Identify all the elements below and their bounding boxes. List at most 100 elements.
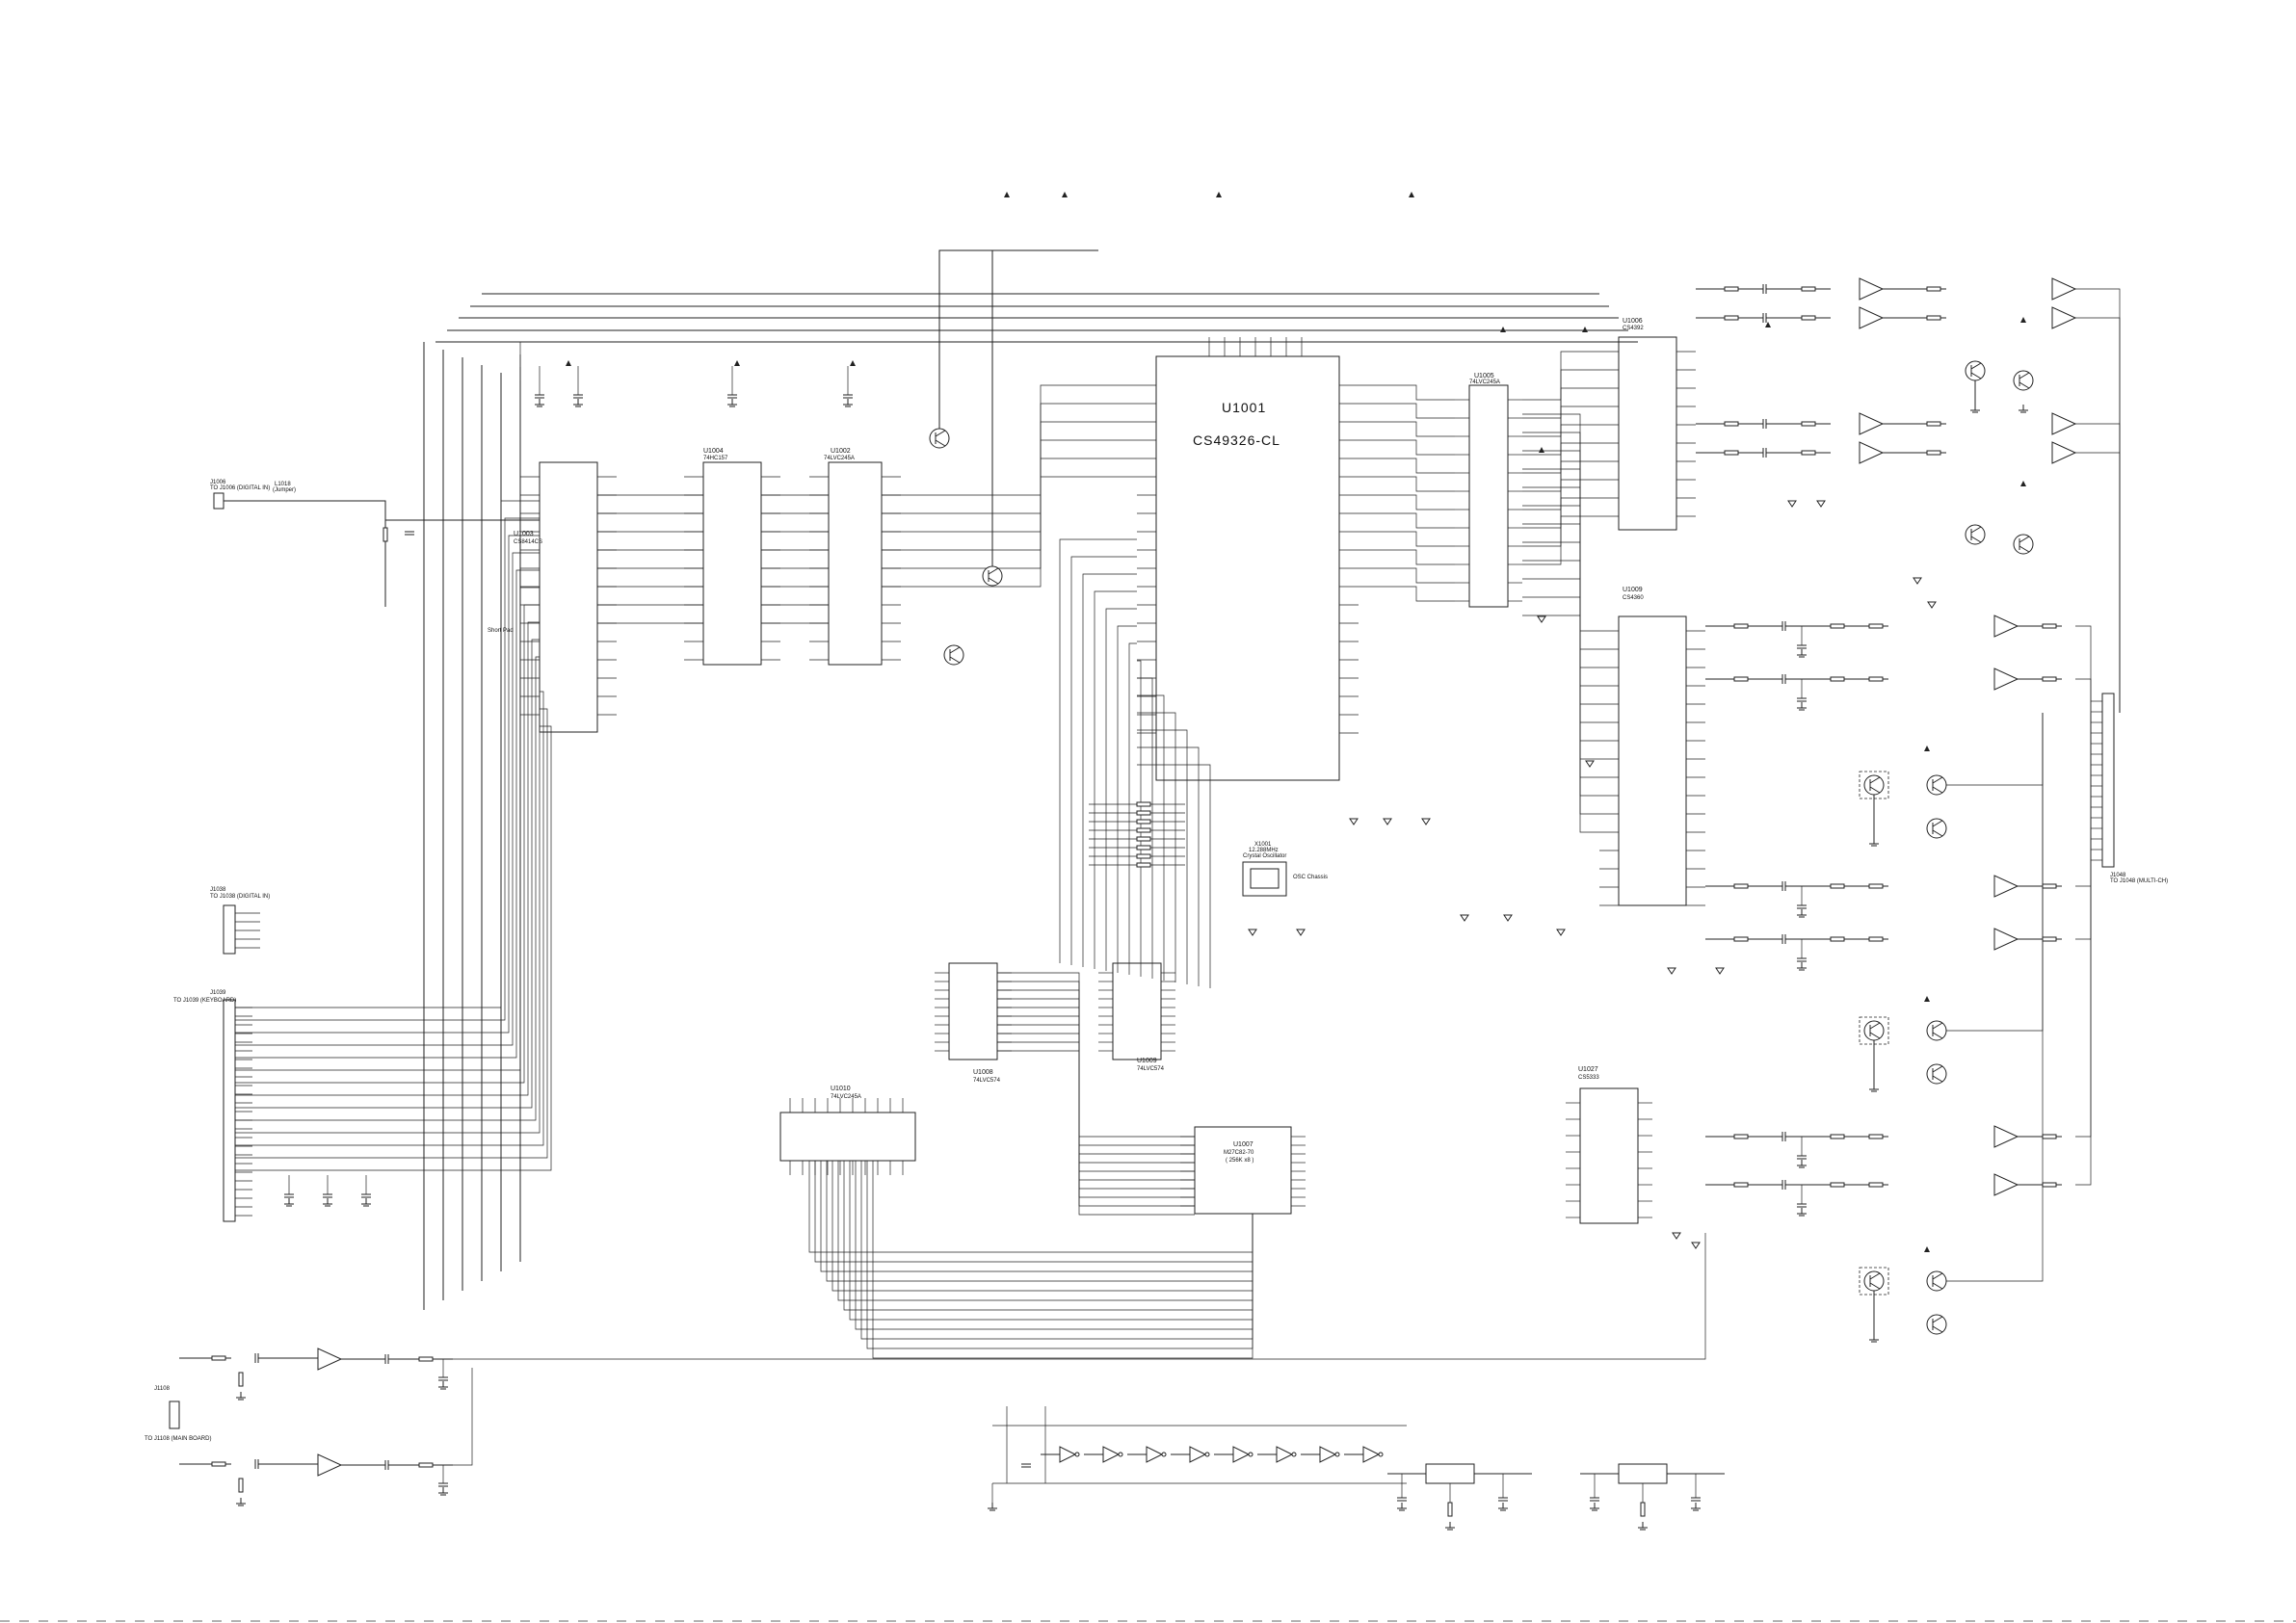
resistor bbox=[1830, 1182, 1845, 1188]
u1010-ref: U1010 bbox=[831, 1086, 851, 1092]
wire bbox=[1137, 764, 1211, 988]
power-arrow bbox=[1924, 1246, 1930, 1252]
ground-symbol bbox=[438, 1381, 448, 1390]
opamp bbox=[1993, 1125, 2019, 1148]
regulator bbox=[1425, 1463, 1475, 1484]
passive-components bbox=[211, 284, 2057, 1517]
power-arrow bbox=[1062, 192, 1068, 197]
capacitor bbox=[361, 1193, 371, 1198]
ground-symbol bbox=[1590, 1503, 1599, 1511]
j1039-ref: J1039 bbox=[210, 990, 226, 996]
capacitor bbox=[1781, 1180, 1786, 1190]
capacitor bbox=[1762, 313, 1767, 323]
wire bbox=[882, 476, 1137, 588]
resistor bbox=[2042, 1134, 2057, 1139]
connector-j1108: J1108 TO J1108 (MAIN BOARD) bbox=[145, 1386, 211, 1442]
u1004-ref: U1004 bbox=[703, 448, 724, 455]
resistor bbox=[2042, 936, 2057, 942]
capacitor bbox=[323, 1193, 332, 1198]
wire bbox=[1522, 515, 1599, 565]
ground-symbol bbox=[1498, 1503, 1508, 1511]
opamp bbox=[1859, 306, 1885, 329]
inverter-bubble bbox=[1118, 1452, 1123, 1457]
u1002-part: 74LVC245A bbox=[824, 456, 855, 461]
wire bbox=[1094, 590, 1137, 969]
ground-symbol bbox=[988, 1503, 997, 1511]
u1006-ref: U1006 bbox=[1623, 318, 1643, 325]
x1001-freq: 12.288MHz bbox=[1249, 848, 1279, 853]
ground-symbol bbox=[1869, 838, 1879, 847]
capacitor bbox=[1781, 674, 1786, 684]
wire bbox=[997, 972, 1195, 1138]
x1001-type: Crystal Oscillator bbox=[1243, 853, 1286, 859]
ground-symbol bbox=[1970, 405, 1980, 413]
wire bbox=[849, 1161, 1254, 1321]
wire bbox=[2075, 678, 2092, 713]
capacitor bbox=[405, 531, 414, 536]
wire bbox=[1070, 556, 1137, 965]
resistor bbox=[1868, 1182, 1884, 1188]
wire bbox=[860, 1161, 1254, 1340]
resistor bbox=[1136, 836, 1151, 842]
short-pad-label: Short Pad bbox=[488, 628, 514, 634]
u1008-ref: U1008 bbox=[973, 1069, 993, 1076]
bottom-section bbox=[991, 1406, 1725, 1503]
wire bbox=[2075, 713, 2092, 887]
resistor bbox=[2042, 623, 2057, 629]
wire bbox=[1137, 712, 1176, 982]
wire bbox=[1522, 541, 1599, 760]
power-arrow bbox=[1539, 447, 1544, 453]
resistor bbox=[1733, 936, 1749, 942]
wire bbox=[235, 604, 540, 1084]
wire bbox=[843, 1161, 1254, 1311]
resistor bbox=[1830, 936, 1845, 942]
capacitor bbox=[384, 1460, 389, 1470]
ground-symbol bbox=[727, 399, 737, 407]
ground-symbol bbox=[1667, 967, 1676, 975]
ground-symbol bbox=[1691, 1242, 1701, 1249]
wire bbox=[1128, 642, 1137, 975]
wire bbox=[2075, 713, 2092, 1186]
inverter-bubble bbox=[1161, 1452, 1167, 1457]
wire bbox=[997, 1050, 1195, 1216]
ground-symbol bbox=[1869, 1084, 1879, 1092]
resistor bbox=[1926, 421, 1941, 427]
wire bbox=[997, 989, 1195, 1155]
capacitor bbox=[573, 394, 583, 399]
ground-symbol bbox=[1556, 929, 1566, 936]
wire bbox=[808, 1161, 1254, 1253]
regulator bbox=[1618, 1463, 1668, 1484]
resistor bbox=[1801, 421, 1816, 427]
resistor bbox=[1926, 286, 1941, 292]
wire bbox=[1105, 608, 1137, 971]
wire bbox=[1522, 596, 1599, 815]
wire bbox=[814, 1161, 1254, 1263]
resistor bbox=[1926, 315, 1941, 321]
wire bbox=[2075, 317, 2121, 713]
u1008-block: U1008 74LVC574 bbox=[948, 962, 1001, 1084]
resistor bbox=[1830, 676, 1845, 682]
inverter-bubble bbox=[1248, 1452, 1254, 1457]
connector-j1006: J1006 TO J1006 (DIGITAL IN) bbox=[210, 480, 270, 510]
inverter-bubble bbox=[1378, 1452, 1384, 1457]
transistor bbox=[2013, 534, 2034, 555]
transistor bbox=[2013, 370, 2034, 391]
resistor bbox=[1868, 676, 1884, 682]
u1009-latch-block: U1009 74LVC574 bbox=[1112, 962, 1165, 1072]
u1003-part: CS8414CS bbox=[514, 539, 542, 545]
resistor bbox=[383, 527, 388, 542]
transistor bbox=[943, 644, 964, 666]
opamp bbox=[2051, 412, 2077, 435]
wire bbox=[235, 587, 540, 1071]
u1009-dac-block: U1009 CS4360 bbox=[1618, 587, 1687, 906]
wire bbox=[1359, 512, 1455, 529]
capacitor bbox=[254, 1459, 259, 1469]
capacitor bbox=[1781, 1132, 1786, 1141]
j1108-desc: TO J1108 (MAIN BOARD) bbox=[145, 1436, 211, 1442]
resistor bbox=[211, 1461, 226, 1467]
wire bbox=[1946, 713, 2044, 786]
resistor bbox=[1733, 623, 1749, 629]
ground-symbol bbox=[236, 1498, 246, 1506]
ground-symbol bbox=[1787, 500, 1797, 508]
opamp bbox=[317, 1348, 343, 1371]
